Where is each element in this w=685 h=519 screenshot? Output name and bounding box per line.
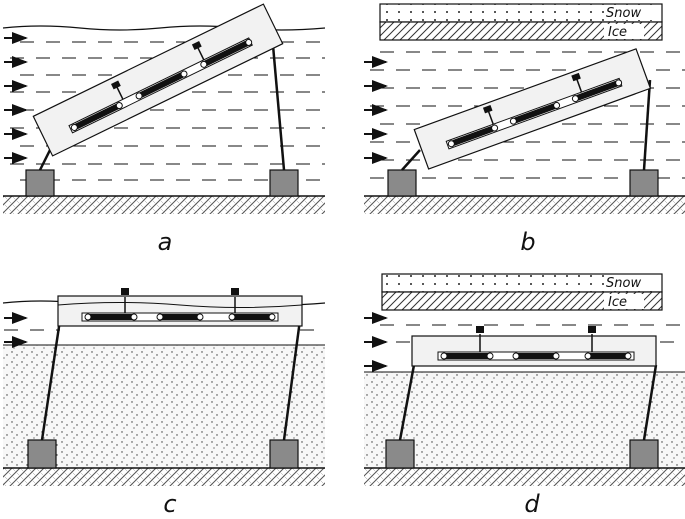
current-arrows bbox=[4, 32, 28, 164]
anchor-block-right bbox=[269, 439, 299, 469]
water-surface bbox=[2, 25, 326, 31]
current-arrows bbox=[364, 312, 388, 372]
current-arrows bbox=[4, 312, 28, 348]
mooring-line-right bbox=[270, 33, 286, 171]
anchor-block-right bbox=[269, 169, 299, 197]
anchor-block-right bbox=[629, 169, 659, 197]
panel-label-c: c bbox=[163, 490, 176, 518]
panel-c: c bbox=[2, 288, 326, 518]
snow-label: Snow bbox=[606, 276, 641, 291]
ice-layer bbox=[381, 291, 663, 311]
panel-label-a: a bbox=[158, 228, 173, 256]
anchor-block-left bbox=[27, 439, 57, 469]
mooring-line-right bbox=[642, 364, 658, 441]
snow-label: Snow bbox=[606, 6, 641, 21]
panel-a: a bbox=[2, 3, 326, 256]
anchor-block-left bbox=[387, 169, 417, 197]
tilted-float bbox=[413, 48, 652, 170]
panel-b: Snow Ice bbox=[364, 3, 685, 256]
seabed bbox=[364, 468, 685, 486]
ice-label: Ice bbox=[608, 295, 627, 310]
mooring-line-left bbox=[398, 364, 416, 441]
mooring-line-right bbox=[642, 79, 652, 171]
panel-label-b: b bbox=[520, 228, 535, 256]
mooring-line-left bbox=[401, 149, 421, 171]
panel-label-d: d bbox=[524, 490, 540, 518]
seabed bbox=[364, 196, 685, 214]
anchor-block-right bbox=[629, 439, 659, 469]
ice-label: Ice bbox=[608, 25, 627, 40]
horizontal-float bbox=[57, 288, 303, 327]
ice-layer bbox=[379, 21, 663, 41]
anchor-block-left bbox=[25, 169, 55, 197]
anchor-block-left bbox=[385, 439, 415, 469]
panel-d: Snow Ice bbox=[364, 273, 685, 518]
mooring-line-left bbox=[40, 319, 62, 441]
current-arrows bbox=[364, 56, 388, 164]
seabed bbox=[3, 196, 325, 214]
seabed bbox=[3, 468, 325, 486]
horizontal-float bbox=[411, 326, 657, 367]
tilted-float bbox=[32, 3, 284, 157]
mooring-line-right bbox=[282, 319, 302, 441]
